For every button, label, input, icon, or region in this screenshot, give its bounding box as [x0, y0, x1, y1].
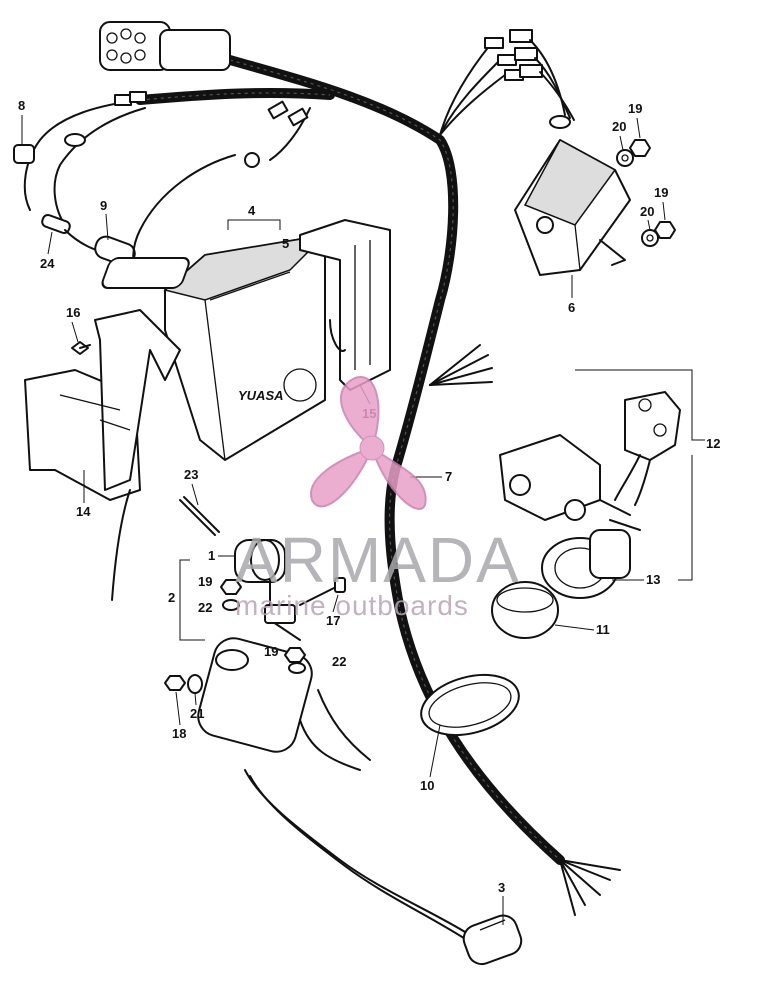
- watermark-subtitle: marine outboards: [235, 590, 469, 621]
- fuse-holder-item-24: [41, 213, 71, 235]
- callout-19c: 19: [628, 101, 642, 116]
- callout-13: 13: [646, 572, 660, 587]
- watermark: ARMADA marine outboards: [235, 375, 521, 621]
- ground-lead-item-8: [13, 91, 147, 226]
- screw-item-16: [71, 341, 91, 355]
- ignition-coil-upper: [234, 539, 301, 641]
- nut-washer-set-coil: [164, 579, 306, 694]
- tie-strap-item-23: [179, 496, 220, 536]
- callout-6: 6: [568, 300, 575, 315]
- battery-case: [24, 309, 181, 601]
- battery: YUASA: [101, 233, 328, 461]
- callout-21: 21: [190, 706, 204, 721]
- callout-19b: 19: [264, 644, 278, 659]
- callout-19a: 19: [198, 574, 212, 589]
- starter-relay-item-13: [499, 434, 641, 599]
- callout-7: 7: [445, 469, 452, 484]
- clamp-band-item-10: [420, 674, 520, 736]
- callout-9: 9: [100, 198, 107, 213]
- bolt-item-17: [299, 577, 346, 606]
- ignition-coil-lower: [197, 637, 471, 943]
- callout-11: 11: [596, 622, 610, 637]
- callout-18: 18: [172, 726, 186, 741]
- callout-22a: 22: [198, 600, 212, 615]
- callout-2: 2: [168, 590, 175, 605]
- callout-5: 5: [282, 236, 289, 251]
- starter-switch-item-12: [614, 391, 681, 506]
- callout-24: 24: [40, 256, 55, 271]
- callout-22b: 22: [332, 654, 346, 669]
- callout-10: 10: [420, 778, 434, 793]
- regulator-item-6: [514, 115, 631, 276]
- battery-brand-label: YUASA: [238, 388, 284, 403]
- callout-14: 14: [76, 504, 91, 519]
- callout-labels: 1 2 3 4 5 6 7 8 9 10 11 12 13 14 15 16 1…: [18, 98, 720, 925]
- callout-20a: 20: [612, 119, 626, 134]
- condenser-item-11: [491, 581, 559, 639]
- callout-17: 17: [326, 613, 340, 628]
- nut-washer-set-upper: [616, 139, 676, 247]
- callout-8: 8: [18, 98, 25, 113]
- top-right-connectors: [484, 29, 575, 121]
- harness-multi-connector: [99, 21, 231, 71]
- callout-19d: 19: [654, 185, 668, 200]
- callout-16: 16: [66, 305, 80, 320]
- propeller-logo: [309, 375, 427, 510]
- battery-bracket: [299, 219, 391, 391]
- callout-20b: 20: [640, 204, 654, 219]
- callout-1: 1: [208, 548, 215, 563]
- watermark-brand: ARMADA: [235, 524, 521, 596]
- spark-plug-cap-item-3: [462, 914, 523, 966]
- callout-4: 4: [248, 203, 256, 218]
- callout-12: 12: [706, 436, 720, 451]
- callout-3: 3: [498, 880, 505, 895]
- callout-23: 23: [184, 467, 198, 482]
